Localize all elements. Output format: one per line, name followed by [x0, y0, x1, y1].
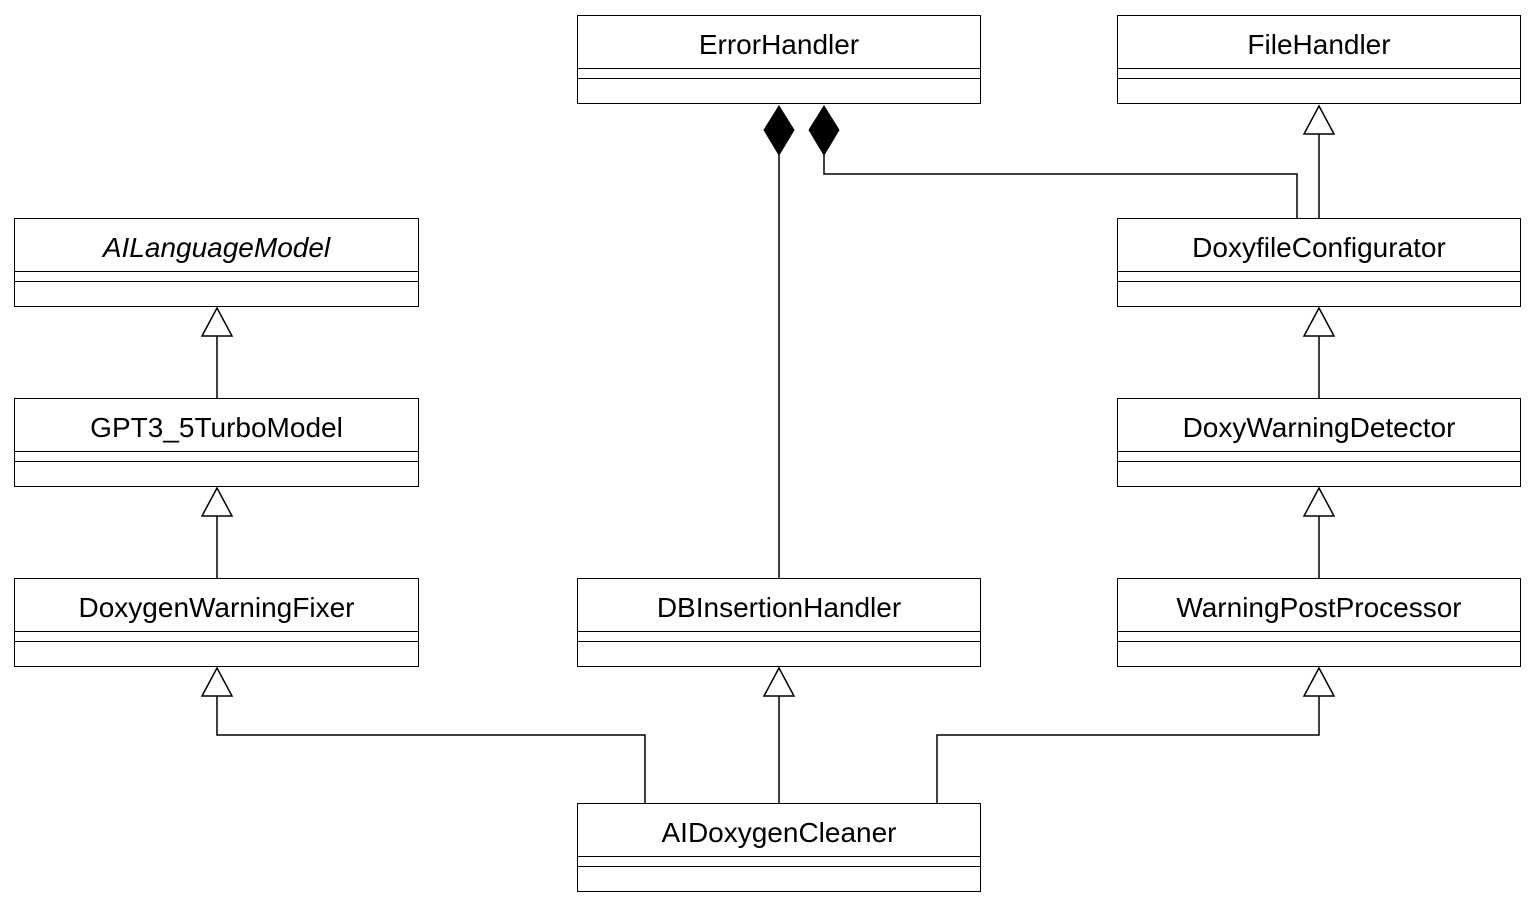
- attributes-compartment: [1118, 69, 1520, 79]
- operations-compartment: [1118, 282, 1520, 304]
- class-name: DoxygenWarningFixer: [15, 579, 418, 632]
- generalization-warningpostprocessor-doxywarningdetector: [1302, 486, 1336, 578]
- composition-errorhandler-dbinsertionhandler: [763, 105, 795, 578]
- class-gpt3-5-turbo-model[interactable]: GPT3_5TurboModel: [14, 398, 419, 487]
- operations-compartment: [1118, 642, 1520, 664]
- class-name: AILanguageModel: [15, 219, 418, 272]
- class-name: DoxyfileConfigurator: [1118, 219, 1520, 272]
- composition-errorhandler-doxyfileconfigurator: [808, 105, 1298, 218]
- operations-compartment: [1118, 462, 1520, 484]
- attributes-compartment: [15, 452, 418, 462]
- generalization-aidoxygencleaner-doxygenwarningfixer: [200, 666, 646, 803]
- attributes-compartment: [1118, 632, 1520, 642]
- class-warning-post-processor[interactable]: WarningPostProcessor: [1117, 578, 1521, 667]
- class-error-handler[interactable]: ErrorHandler: [577, 15, 981, 104]
- class-file-handler[interactable]: FileHandler: [1117, 15, 1521, 104]
- operations-compartment: [578, 642, 980, 664]
- class-name: FileHandler: [1118, 16, 1520, 69]
- generalization-aidoxygencleaner-warningpostprocessor: [936, 666, 1336, 803]
- class-name: GPT3_5TurboModel: [15, 399, 418, 452]
- class-name: DBInsertionHandler: [578, 579, 980, 632]
- generalization-doxyfileconfigurator-filehandler: [1302, 104, 1336, 218]
- class-ai-language-model[interactable]: AILanguageModel: [14, 218, 419, 307]
- class-name: AIDoxygenCleaner: [578, 804, 980, 857]
- attributes-compartment: [578, 69, 980, 79]
- class-db-insertion-handler[interactable]: DBInsertionHandler: [577, 578, 981, 667]
- class-doxygen-warning-fixer[interactable]: DoxygenWarningFixer: [14, 578, 419, 667]
- generalization-aidoxygencleaner-dbinsertionhandler: [762, 666, 796, 803]
- operations-compartment: [1118, 79, 1520, 101]
- generalization-doxygenwarningfixer-gpt35turbomodel: [200, 486, 234, 578]
- generalization-gpt35turbomodel-ailanguagemodel: [200, 306, 234, 398]
- attributes-compartment: [578, 857, 980, 867]
- class-doxyfile-configurator[interactable]: DoxyfileConfigurator: [1117, 218, 1521, 307]
- operations-compartment: [578, 867, 980, 889]
- class-doxy-warning-detector[interactable]: DoxyWarningDetector: [1117, 398, 1521, 487]
- attributes-compartment: [15, 272, 418, 282]
- generalization-doxywarningdetector-doxyfileconfigurator: [1302, 306, 1336, 398]
- operations-compartment: [578, 79, 980, 101]
- operations-compartment: [15, 282, 418, 304]
- attributes-compartment: [15, 632, 418, 642]
- operations-compartment: [15, 642, 418, 664]
- class-name: ErrorHandler: [578, 16, 980, 69]
- class-name: WarningPostProcessor: [1118, 579, 1520, 632]
- class-ai-doxygen-cleaner[interactable]: AIDoxygenCleaner: [577, 803, 981, 892]
- class-name: DoxyWarningDetector: [1118, 399, 1520, 452]
- operations-compartment: [15, 462, 418, 484]
- attributes-compartment: [1118, 272, 1520, 282]
- attributes-compartment: [578, 632, 980, 642]
- attributes-compartment: [1118, 452, 1520, 462]
